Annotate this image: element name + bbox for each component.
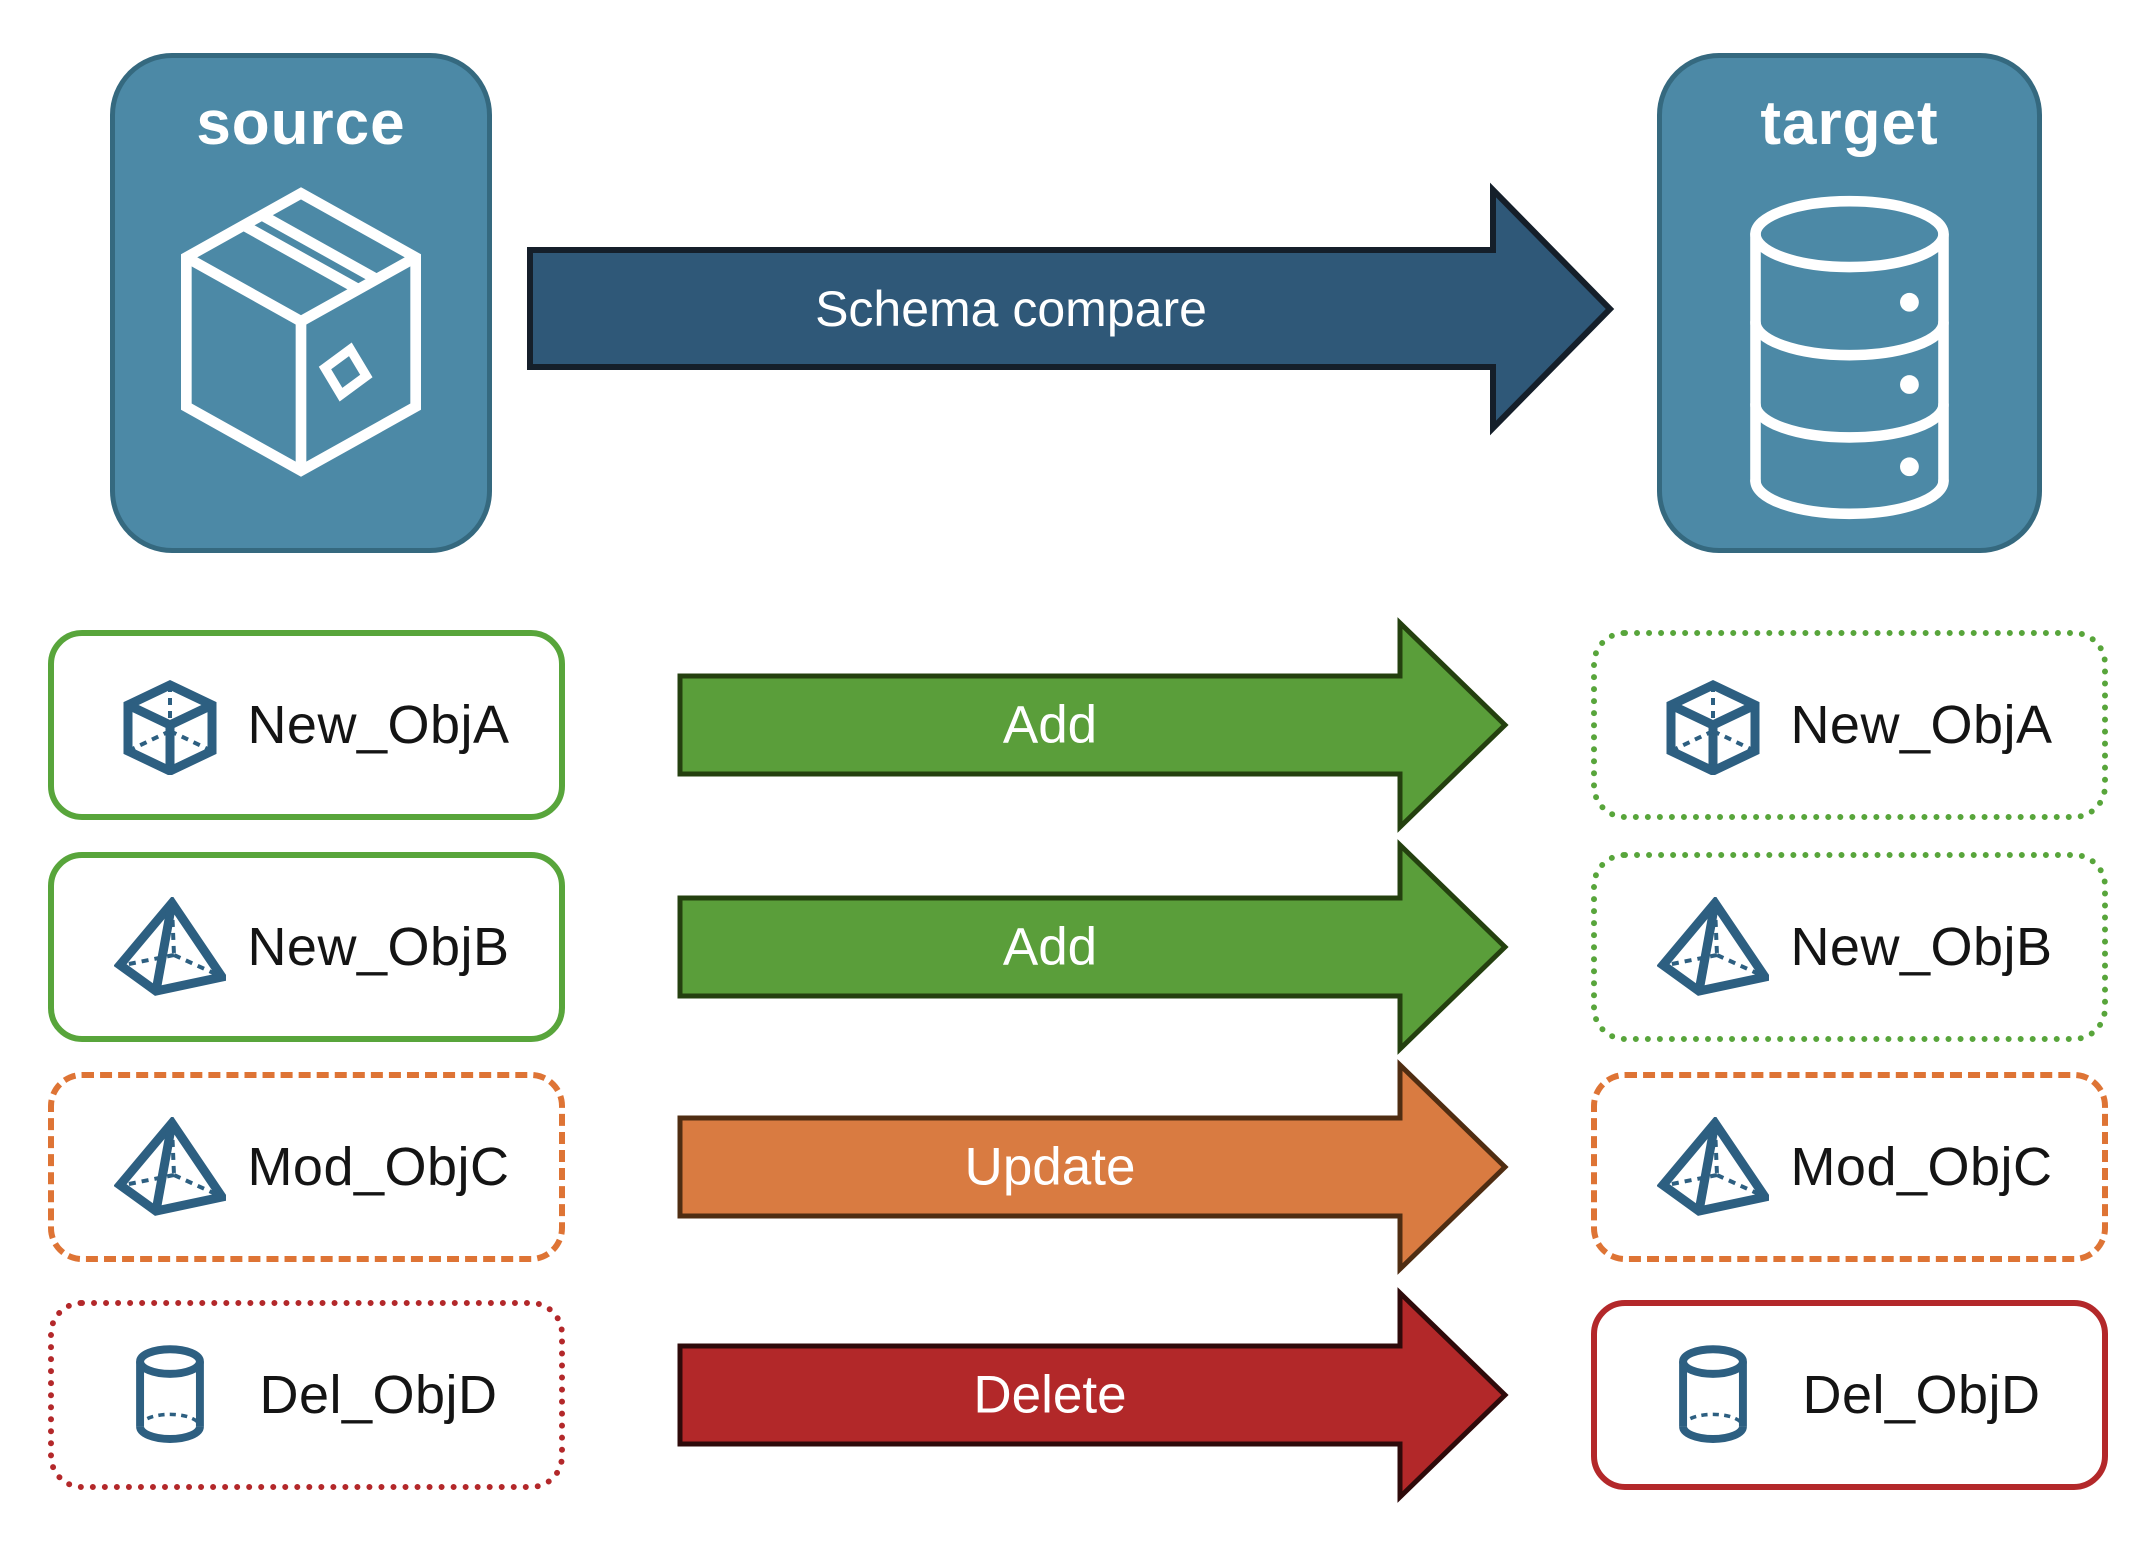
source-object-box-new-obja: New_ObjA — [48, 630, 565, 820]
target-object-box-mod-objc: Mod_ObjC — [1591, 1072, 2108, 1262]
add-arrow-1-shape — [677, 617, 1509, 833]
object-label: New_ObjB — [247, 917, 510, 977]
object-label: Mod_ObjC — [1790, 1137, 2053, 1197]
source-card-title: source — [196, 89, 406, 158]
database-icon — [1750, 196, 1949, 520]
object-label: New_ObjB — [1790, 917, 2053, 977]
cylinder-icon — [114, 1339, 226, 1451]
object-label: Del_ObjD — [259, 1365, 498, 1425]
delete-arrow: Delete — [677, 1287, 1509, 1503]
add-arrow-2-shape — [677, 839, 1509, 1055]
object-label: Mod_ObjC — [247, 1137, 510, 1197]
update-arrow: Update — [677, 1059, 1509, 1275]
source-object-box-new-objb: New_ObjB — [48, 852, 565, 1042]
target-object-box-new-obja: New_ObjA — [1591, 630, 2108, 820]
pyramid-icon — [1657, 1117, 1769, 1217]
delete-arrow-shape — [677, 1287, 1509, 1503]
cylinder-icon — [1657, 1339, 1769, 1451]
target-card-title: target — [1760, 89, 1939, 158]
source-object-box-del-objd: Del_ObjD — [48, 1300, 565, 1490]
update-arrow-shape — [677, 1059, 1509, 1275]
update-arrow-label: Update — [965, 1138, 1136, 1197]
cube-icon — [114, 675, 226, 775]
pyramid-icon — [1657, 897, 1769, 997]
pyramid-icon — [114, 1117, 226, 1217]
target-object-box-del-objd: Del_ObjD — [1591, 1300, 2108, 1490]
add-arrow-1: Add — [677, 617, 1509, 833]
pyramid-icon — [114, 897, 226, 997]
cube-icon — [1657, 675, 1769, 775]
add-arrow-2: Add — [677, 839, 1509, 1055]
target-object-box-new-objb: New_ObjB — [1591, 852, 2108, 1042]
schema-compare-label: Schema compare — [815, 281, 1207, 337]
source-object-box-mod-objc: Mod_ObjC — [48, 1072, 565, 1262]
add-arrow-1-label: Add — [1003, 696, 1097, 755]
object-label: Del_ObjD — [1802, 1365, 2041, 1425]
target-card: target — [1657, 53, 2042, 553]
object-label: New_ObjA — [1790, 695, 2053, 755]
add-arrow-2-label: Add — [1003, 918, 1097, 977]
schema-compare-arrow: Schema compare — [527, 182, 1615, 436]
package-icon — [181, 187, 421, 477]
schema-compare-arrow-shape — [527, 182, 1615, 436]
object-label: New_ObjA — [247, 695, 510, 755]
source-card: source — [110, 53, 492, 553]
delete-arrow-label: Delete — [973, 1366, 1126, 1425]
